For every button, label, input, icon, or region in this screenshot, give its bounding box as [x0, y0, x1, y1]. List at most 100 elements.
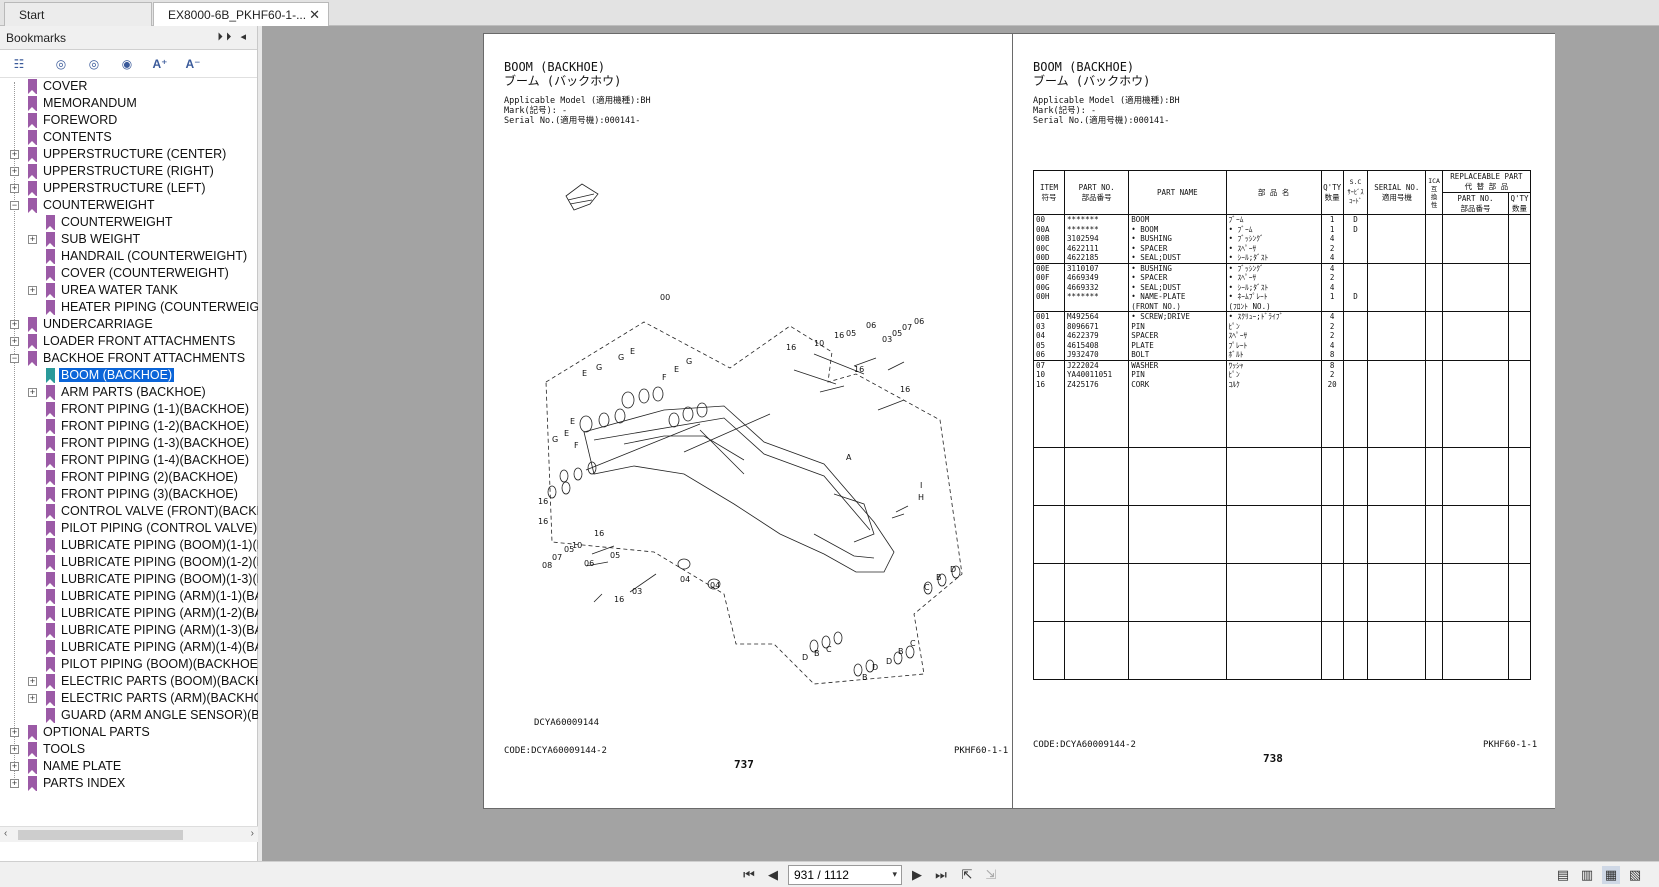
- expand-icon[interactable]: +: [28, 234, 37, 244]
- bookmark-icon: [28, 759, 37, 774]
- cell-sc: [1342, 311, 1369, 322]
- page-title: BOOM (BACKHOE): [504, 60, 606, 74]
- cell-empty: [1508, 224, 1531, 234]
- horizontal-scrollbar[interactable]: ‹ ›: [0, 826, 258, 842]
- svg-text:I: I: [920, 481, 922, 490]
- bookmark-label: OPTIONAL PARTS: [43, 725, 150, 739]
- chevron-down-icon[interactable]: ▾: [892, 869, 897, 879]
- scroll-right-icon[interactable]: ›: [250, 828, 254, 839]
- collapse-icon[interactable]: −: [10, 353, 19, 363]
- cell-qty: 1: [1320, 292, 1344, 302]
- previous-view-icon[interactable]: ⇱: [961, 867, 973, 882]
- expand-icon[interactable]: +: [10, 778, 19, 788]
- bookmark-label: FRONT PIPING (3)(BACKHOE): [61, 487, 238, 501]
- continuous-view-icon[interactable]: ▥: [1580, 867, 1594, 882]
- cell-empty: [1425, 379, 1443, 389]
- svg-text:10: 10: [572, 541, 582, 550]
- list-icon[interactable]: ☷: [13, 57, 25, 71]
- expand-icon[interactable]: +: [10, 761, 19, 771]
- cell-jp: • ｽﾍﾟｰｻ: [1225, 273, 1322, 283]
- cell-empty: [1367, 350, 1427, 361]
- svg-text:G: G: [686, 357, 692, 366]
- expand-icon[interactable]: +: [28, 676, 37, 686]
- close-icon[interactable]: ✕: [309, 7, 320, 22]
- page-indicator: 931 / 1112: [794, 868, 849, 882]
- expand-icon[interactable]: +: [10, 744, 19, 754]
- panel-splitter[interactable]: [258, 26, 262, 861]
- tab-document[interactable]: EX8000-6B_PKHF60-1-...✕: [153, 2, 329, 26]
- cell-empty: [1367, 311, 1427, 322]
- cell-empty: [1425, 301, 1443, 312]
- expand-icon[interactable]: +: [10, 166, 19, 176]
- scroll-thumb[interactable]: [18, 830, 183, 840]
- decrease-font-icon[interactable]: A⁻: [185, 57, 201, 71]
- svg-text:06: 06: [584, 559, 594, 568]
- next-view-icon[interactable]: ⇲: [985, 867, 997, 882]
- cell-jp: (ﾌﾛﾝﾄ NO.): [1225, 301, 1322, 312]
- section-code: PKHF60-1-1: [954, 746, 1009, 756]
- tab-start[interactable]: Start: [4, 2, 152, 26]
- section-code: PKHF60-1-1: [1483, 740, 1538, 750]
- expand-icon[interactable]: +: [10, 319, 19, 329]
- expand-icon[interactable]: +: [10, 149, 19, 159]
- bookmark-icon: [46, 589, 55, 604]
- cell-empty: [1508, 292, 1531, 302]
- first-page-icon[interactable]: ⏮: [743, 867, 755, 882]
- bookmark-label: LUBRICATE PIPING (BOOM)(1-2)(E: [61, 555, 265, 569]
- bookmark-search-icon[interactable]: ◎: [55, 57, 67, 71]
- bookmark-find-icon[interactable]: ◉: [121, 57, 133, 71]
- table-row: (FRONT NO.)(ﾌﾛﾝﾄ NO.): [1032, 301, 1531, 312]
- single-page-view-icon[interactable]: ▤: [1556, 867, 1570, 882]
- expand-icon[interactable]: +: [10, 336, 19, 346]
- svg-text:10: 10: [814, 339, 824, 348]
- bookmark-label: UREA WATER TANK: [61, 283, 178, 297]
- bookmark-label: CONTENTS: [43, 130, 112, 144]
- previous-page-icon[interactable]: ◀: [768, 867, 778, 882]
- cell-jp: ﾋﾟﾝ: [1225, 370, 1322, 380]
- expand-icon[interactable]: +: [28, 285, 37, 295]
- bookmark-label: COUNTERWEIGHT: [61, 215, 173, 229]
- applicable-model: Applicable Model (適用機種):BH: [1033, 96, 1180, 106]
- cell-empty: [1441, 389, 1510, 448]
- expand-icon[interactable]: +: [28, 693, 37, 703]
- bookmark-label: NAME PLATE: [43, 759, 122, 773]
- table-row-blank: [1032, 447, 1531, 506]
- cell-empty: [1367, 360, 1427, 370]
- cell-empty: [1425, 370, 1443, 380]
- viewer-scrollbar[interactable]: [1555, 32, 1567, 812]
- expand-icon[interactable]: +: [28, 387, 37, 397]
- expand-icon[interactable]: +: [10, 183, 19, 193]
- bookmark-icon: [46, 453, 55, 468]
- facing-view-icon[interactable]: ▦: [1602, 866, 1620, 884]
- bookmark-expand-icon[interactable]: ◎: [88, 57, 100, 71]
- next-page-icon[interactable]: ▶: [912, 867, 922, 882]
- panel-controls-icon[interactable]: ⏵⏵ ◂: [217, 31, 249, 43]
- svg-text:E: E: [564, 429, 569, 438]
- page-number-input[interactable]: 931 / 1112 ▾: [788, 865, 902, 885]
- bookmark-label: SUB WEIGHT: [61, 232, 141, 246]
- cell-empty: [1441, 253, 1510, 264]
- cell-name: • SPACER: [1128, 243, 1227, 253]
- cell-empty: [1367, 282, 1427, 292]
- increase-font-icon[interactable]: A⁺: [152, 57, 168, 71]
- cell-empty: [1508, 282, 1531, 292]
- cell-empty: [1367, 263, 1427, 273]
- cell-empty: [1425, 282, 1443, 292]
- expand-icon[interactable]: +: [10, 727, 19, 737]
- last-page-icon[interactable]: ⏭: [935, 867, 947, 882]
- cell-qty: 2: [1320, 273, 1344, 283]
- collapse-icon[interactable]: −: [10, 200, 19, 210]
- cell-part-no: 3102594: [1064, 234, 1130, 244]
- bookmark-label: PILOT PIPING (BOOM)(BACKHOE): [61, 657, 263, 671]
- bookmark-icon: [46, 249, 55, 264]
- cell-item: 03: [1032, 321, 1066, 331]
- cell-item: 00B: [1032, 234, 1066, 244]
- serial-no: Serial No.(適用号機):000141-: [1033, 116, 1170, 126]
- scroll-left-icon[interactable]: ‹: [4, 828, 8, 839]
- bookmark-icon: [46, 708, 55, 723]
- continuous-facing-view-icon[interactable]: ▧: [1628, 867, 1642, 882]
